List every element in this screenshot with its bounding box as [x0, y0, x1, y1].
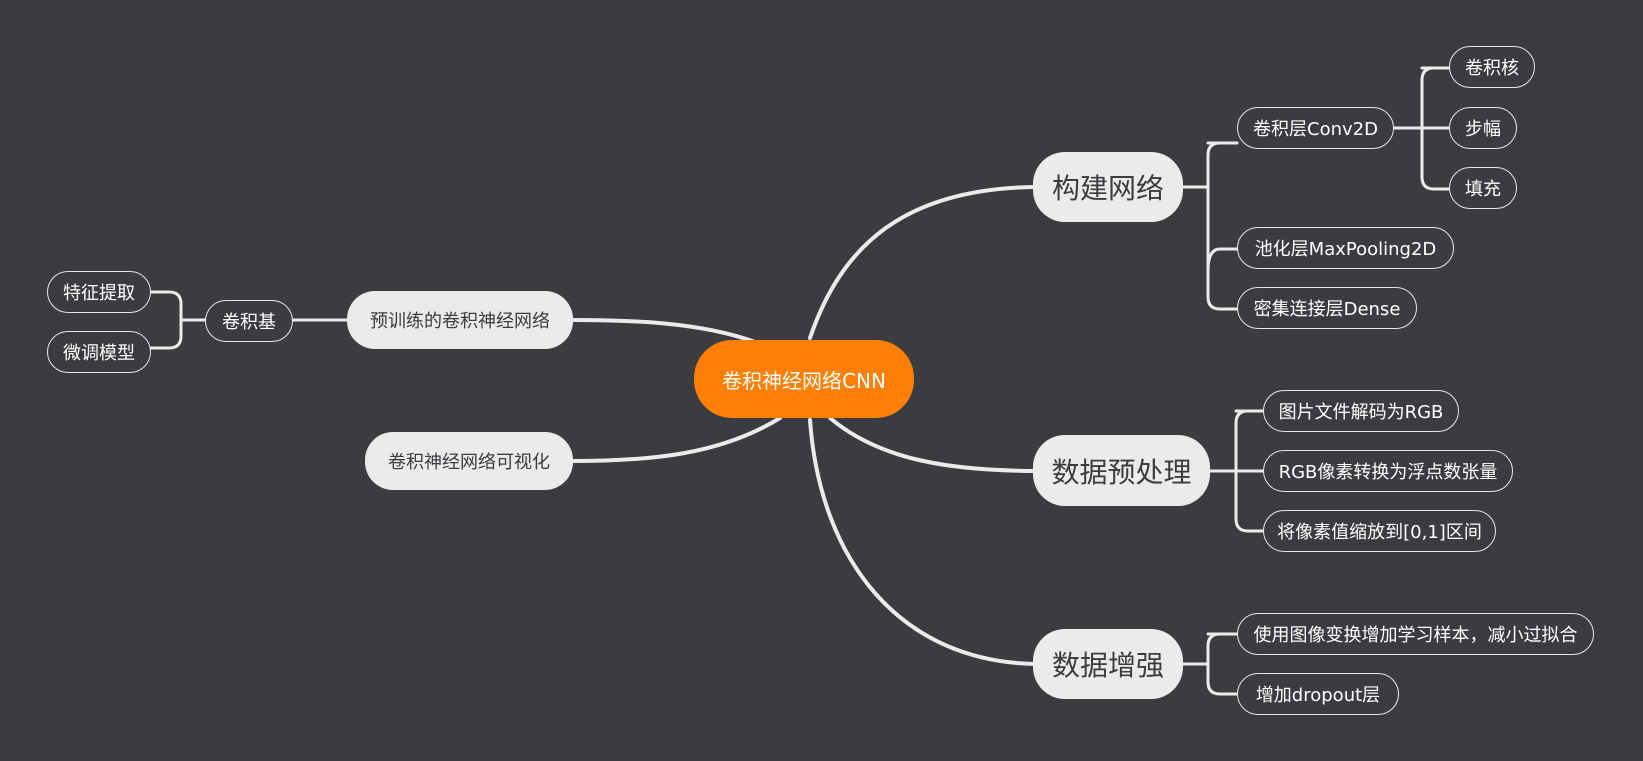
- subtopic-padding[interactable]: 填充: [1449, 167, 1517, 209]
- subtopic-kernel[interactable]: 卷积核: [1449, 46, 1535, 88]
- connector-root-preprocess: [828, 416, 1042, 473]
- topic-build-network[interactable]: 构建网络: [1033, 152, 1183, 222]
- connector-root-visualization: [570, 416, 782, 463]
- topic-data-augmentation[interactable]: 数据增强: [1033, 629, 1183, 699]
- topic-cnn-visualization[interactable]: 卷积神经网络可视化: [365, 432, 573, 490]
- connector-root-augment: [808, 418, 1042, 666]
- subtopic-maxpooling2d[interactable]: 池化层MaxPooling2D: [1237, 227, 1454, 269]
- connector-root-pretrained: [570, 318, 757, 344]
- subtopic-decode-rgb[interactable]: 图片文件解码为RGB: [1263, 390, 1459, 432]
- subtopic-add-dropout[interactable]: 增加dropout层: [1237, 673, 1399, 715]
- subtopic-rgb-to-float-tensor[interactable]: RGB像素转换为浮点数张量: [1263, 450, 1513, 492]
- subtopic-feature-extraction[interactable]: 特征提取: [47, 271, 151, 313]
- subtopic-scale-pixels[interactable]: 将像素值缩放到[0,1]区间: [1263, 510, 1496, 552]
- bracket-convbase: [149, 290, 208, 350]
- subtopic-conv2d[interactable]: 卷积层Conv2D: [1237, 107, 1394, 149]
- subtopic-fine-tuning[interactable]: 微调模型: [47, 331, 151, 373]
- root-topic[interactable]: 卷积神经网络CNN: [694, 340, 914, 418]
- bracket-conv2d: [1391, 66, 1451, 191]
- topic-data-preprocessing[interactable]: 数据预处理: [1033, 435, 1210, 506]
- bracket-build: [1180, 141, 1239, 311]
- subtopic-dense[interactable]: 密集连接层Dense: [1237, 287, 1417, 329]
- subtopic-image-transforms[interactable]: 使用图像变换增加学习样本，减小过拟合: [1237, 613, 1594, 655]
- connector-root-build: [808, 185, 1042, 340]
- bracket-augment: [1180, 632, 1239, 696]
- topic-pretrained-cnn[interactable]: 预训练的卷积神经网络: [347, 291, 573, 349]
- subtopic-stride[interactable]: 步幅: [1449, 107, 1517, 149]
- bracket-preprocess: [1207, 409, 1265, 533]
- subtopic-conv-base[interactable]: 卷积基: [205, 300, 293, 342]
